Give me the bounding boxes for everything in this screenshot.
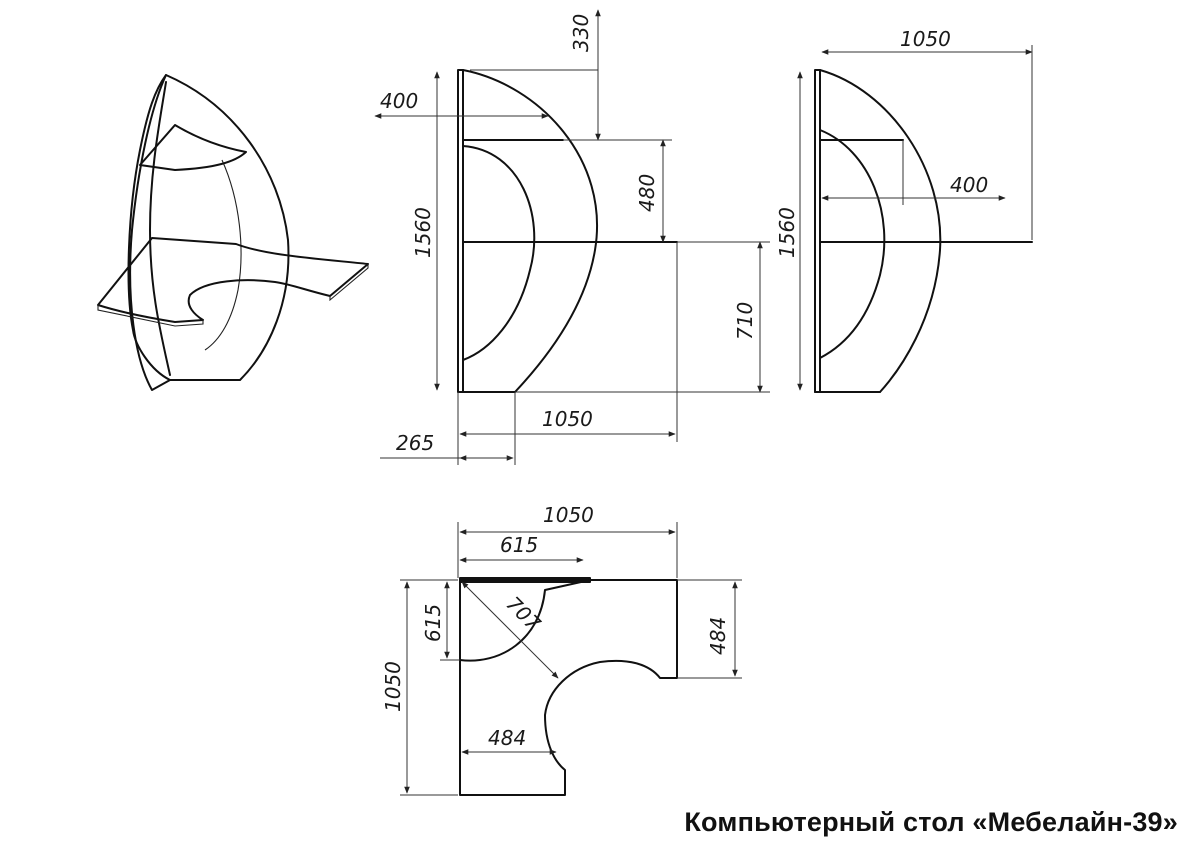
side-dim-1560: 1560 <box>775 207 799 258</box>
top-dim-615-horizontal: 615 <box>500 533 538 557</box>
top-dim-484-vertical: 484 <box>706 617 730 655</box>
front-left-post <box>457 69 464 393</box>
top-dim-615-vertical: 615 <box>421 604 445 642</box>
front-dim-710: 710 <box>733 302 757 340</box>
front-view: 330 400 1560 480 710 1050 265 <box>374 9 770 465</box>
top-dim-diagonal: 707 <box>501 592 545 636</box>
front-dim-1560: 1560 <box>411 207 435 258</box>
perspective-inner-arc <box>149 81 171 376</box>
front-dim-1050: 1050 <box>542 407 593 431</box>
perspective-desk-top <box>97 237 369 323</box>
front-dim-330: 330 <box>569 14 593 52</box>
drawing-caption: Компьютерный стол «Мебелайн-39» <box>684 807 1178 837</box>
perspective-upper-shelf <box>139 124 247 171</box>
top-outline <box>459 579 678 796</box>
side-dim-1050: 1050 <box>900 27 951 51</box>
top-view: 1050 615 615 1050 484 484 707 <box>381 503 742 796</box>
front-dim-480: 480 <box>635 174 659 212</box>
front-outer-arc <box>462 69 598 393</box>
top-dim-1050: 1050 <box>543 503 594 527</box>
front-dim-400: 400 <box>380 89 418 113</box>
perspective-outer-panel <box>127 74 290 381</box>
side-dim-400: 400 <box>950 173 988 197</box>
side-view: 1050 400 1560 <box>775 27 1033 393</box>
side-outer-arc <box>819 69 942 393</box>
top-dim-1050-vertical: 1050 <box>381 661 405 712</box>
perspective-inner-curve <box>204 159 242 351</box>
perspective-panel-edge <box>129 74 171 391</box>
side-inner-arc <box>819 129 886 359</box>
front-inner-arc <box>462 145 536 361</box>
perspective-view <box>97 74 369 391</box>
side-left-post <box>814 69 821 393</box>
front-dim-265: 265 <box>396 431 434 455</box>
top-dim-484-horizontal: 484 <box>488 726 526 750</box>
